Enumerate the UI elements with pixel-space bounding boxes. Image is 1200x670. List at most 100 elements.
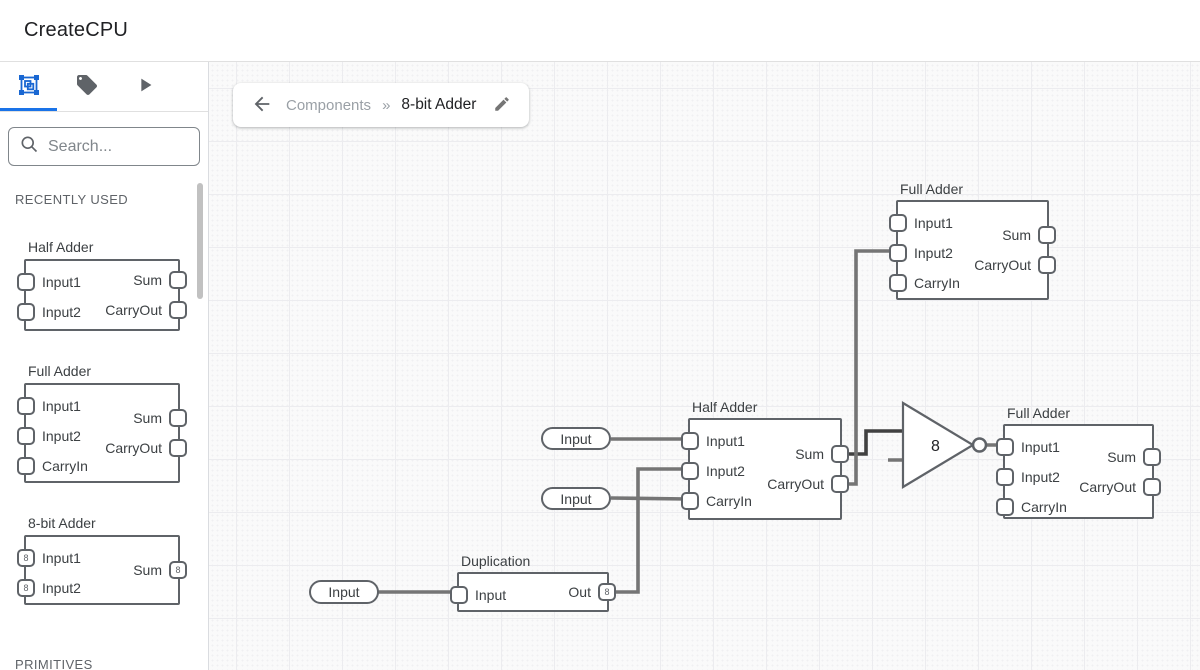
port-square[interactable]: 8 — [17, 549, 35, 567]
port-label: CarryOut — [974, 257, 1031, 273]
port-square[interactable] — [17, 397, 35, 415]
input-pill[interactable]: Input — [309, 580, 379, 604]
component-title: Full Adder — [28, 363, 92, 379]
edit-name-button[interactable] — [491, 93, 513, 118]
input-pill[interactable]: Input — [541, 487, 611, 510]
inverter-bubble[interactable] — [971, 437, 988, 453]
port-square[interactable] — [889, 274, 907, 292]
port-label: Input2 — [1021, 469, 1060, 485]
port-square[interactable] — [996, 468, 1014, 486]
port-label: Sum — [1107, 448, 1136, 465]
port-label: Input1 — [42, 274, 81, 290]
port-row: CarryIn — [996, 498, 1067, 516]
port-square[interactable] — [681, 462, 699, 480]
ports-left: Input — [450, 574, 507, 610]
port-row: CarryIn — [17, 457, 88, 475]
wire[interactable] — [842, 249, 896, 486]
port-square[interactable] — [1038, 226, 1056, 244]
component-title: Full Adder — [1007, 405, 1071, 421]
tab-run[interactable] — [116, 62, 174, 111]
search-box[interactable] — [8, 127, 208, 166]
port-label: Input1 — [914, 215, 953, 231]
port-square[interactable] — [681, 492, 699, 510]
component-title: Half Adder — [28, 239, 94, 255]
port-row: CarryOut — [767, 475, 849, 493]
port-square[interactable] — [169, 301, 187, 319]
active-tab-underline — [0, 108, 57, 111]
port-width-badge: 8 — [604, 586, 610, 597]
wire[interactable] — [842, 429, 903, 456]
port-square[interactable] — [1143, 447, 1161, 466]
port-label: CarryOut — [105, 302, 162, 318]
breadcrumb-components[interactable]: Components — [286, 96, 372, 114]
port-square[interactable] — [889, 214, 907, 232]
gate-width-label: 8 — [931, 438, 940, 455]
port-square[interactable] — [169, 409, 187, 427]
port-square[interactable]: 8 — [17, 579, 35, 597]
input-pill[interactable]: Input — [541, 427, 611, 450]
port-row: Input2 — [17, 427, 81, 445]
port-square[interactable] — [889, 244, 907, 262]
port-row: Sum — [1002, 226, 1056, 244]
sidebar-scrollbar-thumb[interactable] — [197, 183, 203, 299]
port-square[interactable] — [17, 457, 35, 475]
back-button[interactable] — [249, 91, 275, 120]
port-row: CarryOut — [105, 301, 187, 319]
tab-components[interactable] — [0, 62, 58, 111]
sidebar-tabs — [0, 62, 208, 112]
port-square[interactable] — [169, 271, 187, 289]
search-input[interactable] — [48, 137, 208, 156]
port-label: Input — [475, 587, 507, 603]
wire[interactable] — [609, 467, 688, 594]
port-row: Input1 — [681, 432, 745, 450]
port-square[interactable] — [831, 475, 849, 493]
wire[interactable] — [610, 496, 689, 501]
component-title: Full Adder — [900, 181, 964, 197]
tab-tags[interactable] — [58, 62, 116, 111]
component-title: Duplication — [461, 553, 531, 569]
port-square[interactable] — [450, 586, 468, 604]
port-width-badge: 8 — [23, 552, 29, 563]
port-square[interactable] — [17, 273, 35, 291]
port-label: CarryIn — [914, 275, 960, 291]
breadcrumb-current: 8-bit Adder — [401, 96, 477, 113]
port-label: Input2 — [42, 580, 81, 596]
port-label: Sum — [133, 410, 162, 426]
port-square[interactable]: 8 — [598, 583, 616, 601]
port-row: 8 Input2 — [17, 579, 81, 597]
port-square[interactable] — [996, 438, 1014, 456]
port-square[interactable] — [681, 432, 699, 450]
port-square[interactable]: 8 — [169, 561, 187, 579]
port-row: Input — [450, 586, 507, 604]
gate-triangle[interactable] — [901, 401, 976, 489]
port-square[interactable] — [996, 498, 1014, 516]
port-square[interactable] — [17, 303, 35, 321]
pencil-icon — [493, 95, 511, 116]
port-label: CarryOut — [1079, 478, 1136, 495]
port-square[interactable] — [17, 427, 35, 445]
port-square[interactable] — [1038, 256, 1056, 274]
port-square[interactable] — [1143, 477, 1161, 496]
port-square[interactable] — [831, 445, 849, 463]
port-square[interactable] — [169, 439, 187, 457]
